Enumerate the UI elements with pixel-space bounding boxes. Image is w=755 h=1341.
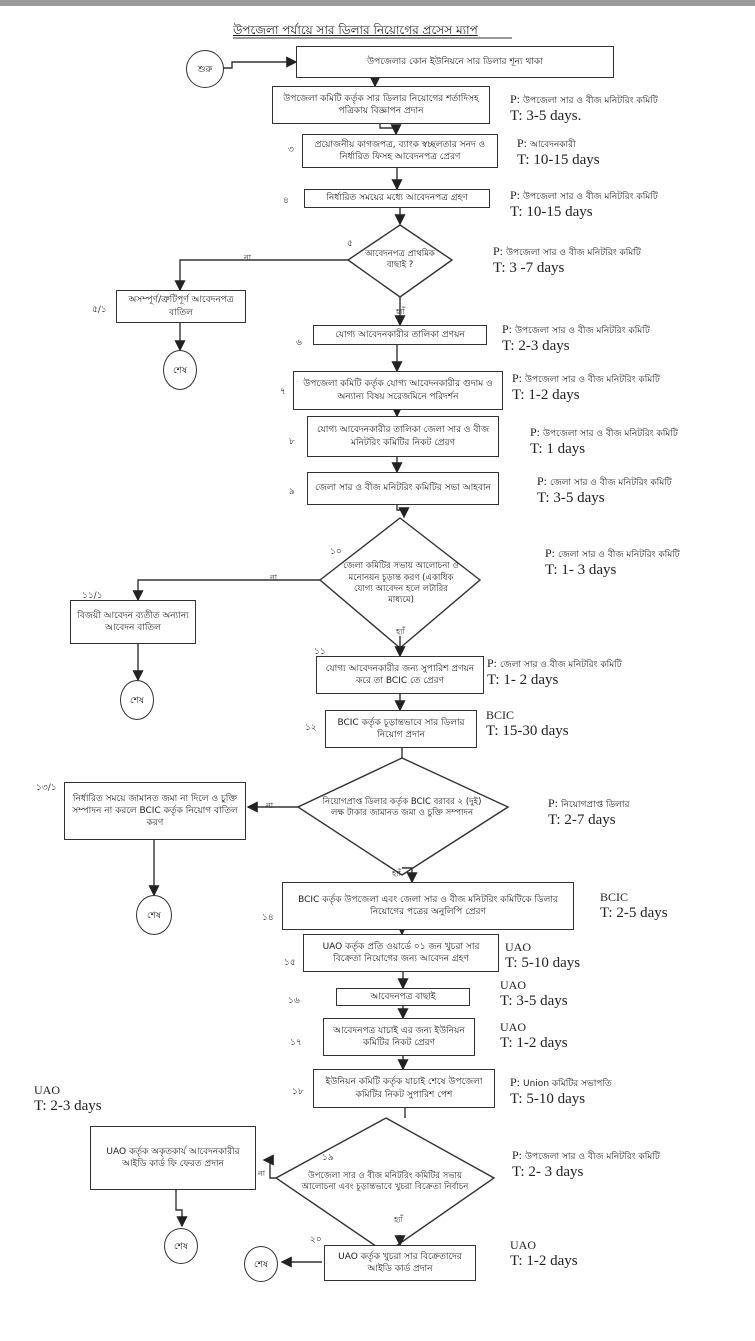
yes-label: হ্যাঁ	[392, 869, 401, 878]
end-terminal: শেষ	[163, 350, 197, 390]
step-19-decision-text: উপজেলা সার ও বীজ মনিটরিং কমিটির সভায় আল…	[301, 1170, 469, 1192]
step-13-decision-text: নিয়োগপ্রাপ্ত ডিলার কর্তৃক BCIC বরাবর ২ …	[322, 796, 482, 818]
step-5-1-number: ৫/১	[92, 305, 107, 315]
step-7-box: উপজেলা কমিটি কর্তৃক যোগ্য আবেদনকারীর গুদ…	[293, 371, 503, 410]
step-16-number: ১৬	[288, 996, 300, 1006]
step-19-number: ১৯	[322, 1153, 334, 1163]
no-label: না	[244, 253, 252, 262]
step-7-pt: P: উপজেলা সার ও বীজ মনিটরিং কমিটি T: 1-2…	[512, 371, 660, 403]
step-9-pt: P: জেলা সার ও বীজ মনিটরিং কমিটি T: 3-5 d…	[537, 474, 672, 506]
step-18-pt: P: Union কমিটির সভাপতি T: 5-10 days	[510, 1075, 612, 1107]
step-1-box: উপজেলার কোন ইউনিয়নে সার ডিলার শূন্য থাক…	[296, 46, 614, 78]
step-9-box: জেলা সার ও বীজ মনিটরিং কমিটির সভা আহবান	[307, 472, 499, 505]
step-3-number: ৩	[288, 145, 294, 155]
step-12-box: BCIC কর্তৃক চূড়ান্তভাবে সার ডিলার নিয়ো…	[325, 710, 477, 748]
step-12-number: ১২	[305, 723, 317, 733]
step-14-pt: BCIC T: 2-5 days	[600, 890, 668, 922]
step-5-number: ৫	[347, 239, 353, 249]
step-6-box: যোগ্য আবেদনকারীর তালিকা প্রণয়ন	[313, 325, 487, 345]
step-4-number: ৪	[283, 196, 289, 206]
step-17-pt: UAO T: 1-2 days	[500, 1020, 568, 1052]
step-11-number: ১১	[314, 647, 326, 657]
step-12-pt: BCIC T: 15-30 days	[486, 708, 569, 740]
connector	[396, 505, 410, 519]
step-18-box: ইউনিয়ন কমিটি কর্তৃক যাচাই শেষে উপজেলা ক…	[313, 1069, 495, 1108]
step-13-1-number: ১৩/১	[36, 783, 57, 793]
page-title: উপজেলা পর্যায়ে সার ডিলার নিয়োগের প্রসে…	[233, 23, 478, 37]
connector	[222, 56, 298, 69]
step-14-number: ১৪	[262, 913, 274, 923]
end-terminal: শেষ	[164, 1228, 198, 1264]
top-border	[0, 0, 755, 6]
no-label: না	[270, 573, 278, 582]
step-16-box: আবেদনপত্র বাছাই	[336, 988, 470, 1006]
step-13-1-box: নির্ধারিত সময়ে জামানত জমা না দিলে ও চুক…	[64, 782, 246, 840]
yes-label: হ্যাঁ	[394, 1215, 403, 1224]
step-19-pt: P: উপজেলা সার ও বীজ মনিটরিং কমিটি T: 2- …	[512, 1148, 660, 1180]
step-4-box: নির্ধারিত সময়ের মধ্যে আবেদনপত্র গ্রহণ	[304, 189, 490, 208]
step-10-decision-text: জেলা কমিটির সভায় আলোচনা ও মনোনয়ন চূড়া…	[343, 561, 459, 606]
step-8-number: ৮	[289, 437, 295, 447]
step-11-pt: P: জেলা সার ও বীজ মনিটরিং কমিটি T: 1- 2 …	[487, 656, 622, 688]
step-20-number: ২০	[310, 1235, 322, 1245]
step-10-number: ১০	[330, 547, 342, 557]
step-16-pt: UAO T: 3-5 days	[500, 978, 568, 1010]
step-6-pt: P: উপজেলা সার ও বীজ মনিটরিং কমিটি T: 2-3…	[502, 322, 650, 354]
step-3-box: প্রয়োজনীয় কাগজপত্র, ব্যাংক স্বচ্ছলতার …	[302, 134, 498, 168]
end-terminal: শেষ	[120, 680, 154, 720]
step-5-1-box: অসম্পূর্ণ/ত্রুটিপূর্ণ আবেদনপত্র বাতিল	[116, 290, 246, 323]
connector	[132, 579, 320, 602]
step-2-pt: P: উপজেলা সার ও বীজ মনিটরিং কমিটি T: 3-5…	[510, 92, 658, 124]
start-terminal: শুরু	[186, 50, 224, 88]
step-5-decision-text: আবেদনপত্র প্রাথমিক বাছাই ?	[365, 248, 435, 270]
step-18-number: ১৮	[292, 1087, 304, 1097]
step-17-number: ১৭	[290, 1038, 302, 1048]
no-label: না	[258, 1169, 266, 1178]
no-label: না	[266, 801, 274, 810]
step-4-pt: P: উপজেলা সার ও বীজ মনিটরিং কমিটি T: 10-…	[510, 188, 658, 220]
step-13-pt: P: নিয়োগপ্রাপ্ত ডিলার T: 2-7 days	[548, 796, 630, 828]
step-15-pt: UAO T: 5-10 days	[505, 940, 581, 972]
step-15-number: ১৫	[284, 958, 296, 968]
step-9-number: ৯	[289, 487, 295, 497]
connector	[402, 867, 418, 884]
step-10-pt: P: জেলা সার ও বীজ মনিটরিং কমিটি T: 1- 3 …	[545, 546, 680, 578]
step-19-1-box: UAO কর্তৃক অকৃতকার্য আবেদনকারীর আইডি কার…	[90, 1126, 256, 1190]
step-11-1-number: ১১/১	[82, 591, 103, 601]
connector	[174, 259, 348, 292]
step-7-number: ৭	[280, 387, 286, 397]
step-8-pt: P: উপজেলা সার ও বীজ মনিটরিং কমিটি T: 1 d…	[530, 425, 678, 457]
step-6-number: ৬	[296, 338, 302, 348]
connector	[175, 1190, 188, 1228]
step-2-box: উপজেলা কমিটি কর্তৃক সার ডিলার নিয়োগের শ…	[272, 86, 490, 124]
step-3-pt: P: আবেদনকারী T: 10-15 days	[517, 136, 600, 168]
step-11-1-box: বিজয়ী আবেদন ব্যতীত অন্যান্য আবেদন বাতিল	[70, 600, 196, 644]
step-11-box: যোগ্য আবেদনকারীর জন্য সুপারিশ প্রণয়ন কর…	[316, 656, 484, 694]
end-terminal: শেষ	[244, 1246, 278, 1282]
yes-label: হ্যাঁ	[396, 307, 405, 316]
decision-diamond	[296, 757, 510, 876]
step-5-pt: P: উপজেলা সার ও বীজ মনিটরিং কমিটি T: 3 -…	[493, 244, 641, 276]
step-20-pt: UAO T: 1-2 days	[510, 1238, 578, 1270]
end-terminal: শেষ	[136, 895, 172, 935]
connector	[379, 124, 402, 136]
connector	[262, 1154, 276, 1179]
step-20-box: UAO কর্তৃক খুচরা সার বিক্রেতাদের আইডি কা…	[324, 1245, 476, 1281]
yes-label: হ্যাঁ	[396, 627, 405, 636]
step-17-box: আবেদনপত্র যাচাই এর জন্য ইউনিয়ন কমিটির ন…	[323, 1018, 475, 1056]
step-14-box: BCIC কর্তৃক উপজেলা এবং জেলা সার ও বীজ মন…	[282, 882, 574, 930]
step-8-box: যোগ্য আবেদনকারীর তালিকা জেলা সার ও বীজ ম…	[307, 416, 499, 457]
step-15-box: UAO কর্তৃক প্রতি ওয়ার্ডে ০১ জন খুচরা সা…	[303, 934, 499, 972]
step-19-1-pt: UAO T: 2-3 days	[34, 1083, 102, 1115]
